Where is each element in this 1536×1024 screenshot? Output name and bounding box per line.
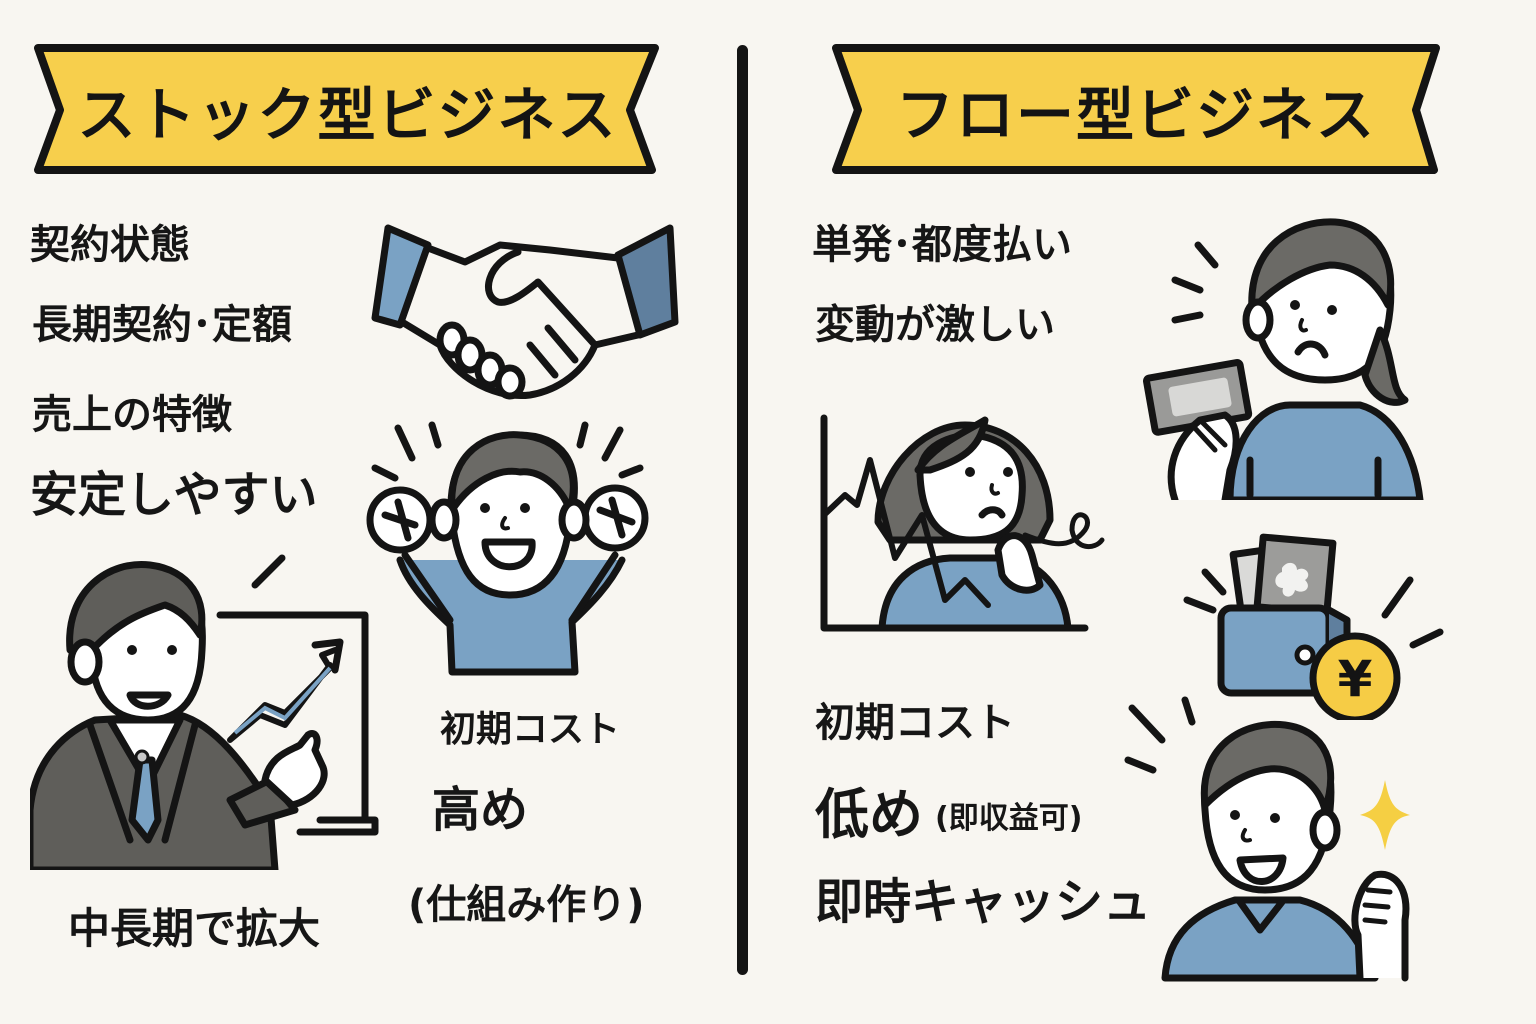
left-title: ストック型ビジネス: [77, 80, 618, 149]
worried-woman-with-cash-icon: [1143, 218, 1424, 500]
contract-label: 契約状態: [30, 222, 190, 268]
left-title-banner: ストック型ビジネス: [30, 42, 665, 177]
sales-volatility: 変動が激しい: [815, 302, 1055, 348]
growth-text: 中長期で拡大: [68, 904, 321, 953]
cost-value-right: 低め: [815, 783, 923, 846]
right-title-banner: フロー型ビジネス: [826, 42, 1446, 177]
center-divider: [737, 45, 748, 975]
payment-type: 単発･都度払い: [812, 222, 1072, 268]
ribbon-shape: [34, 44, 659, 174]
cost-label: 初期コスト: [440, 709, 621, 750]
contract-value: 長期契約･定額: [32, 302, 292, 348]
sales-label: 売上の特徴: [32, 392, 232, 438]
cost-value: 高め: [432, 782, 529, 838]
happy-man-with-sparkle-icon: [1124, 696, 1410, 982]
yen-symbol: ¥: [1338, 650, 1373, 708]
ribbon-shape: [832, 44, 1440, 174]
sales-value: 安定しやすい: [30, 467, 318, 523]
cost-note: (仕組み作り): [408, 882, 645, 928]
presenter-with-rising-chart-icon: [30, 554, 379, 870]
sparkle-icon: [1360, 780, 1410, 850]
wallet-with-yen-coin-icon: ¥: [1183, 533, 1444, 720]
handshake-icon: [371, 224, 679, 400]
cash-text: 即時キャッシュ: [815, 874, 1152, 930]
cost-label-right: 初期コスト: [815, 700, 1015, 746]
cheering-man-icon: [366, 421, 649, 676]
right-title: フロー型ビジネス: [895, 80, 1376, 149]
cost-note-right: (即収益可): [935, 801, 1083, 836]
worried-woman-volatile-chart-icon: [820, 414, 1105, 632]
